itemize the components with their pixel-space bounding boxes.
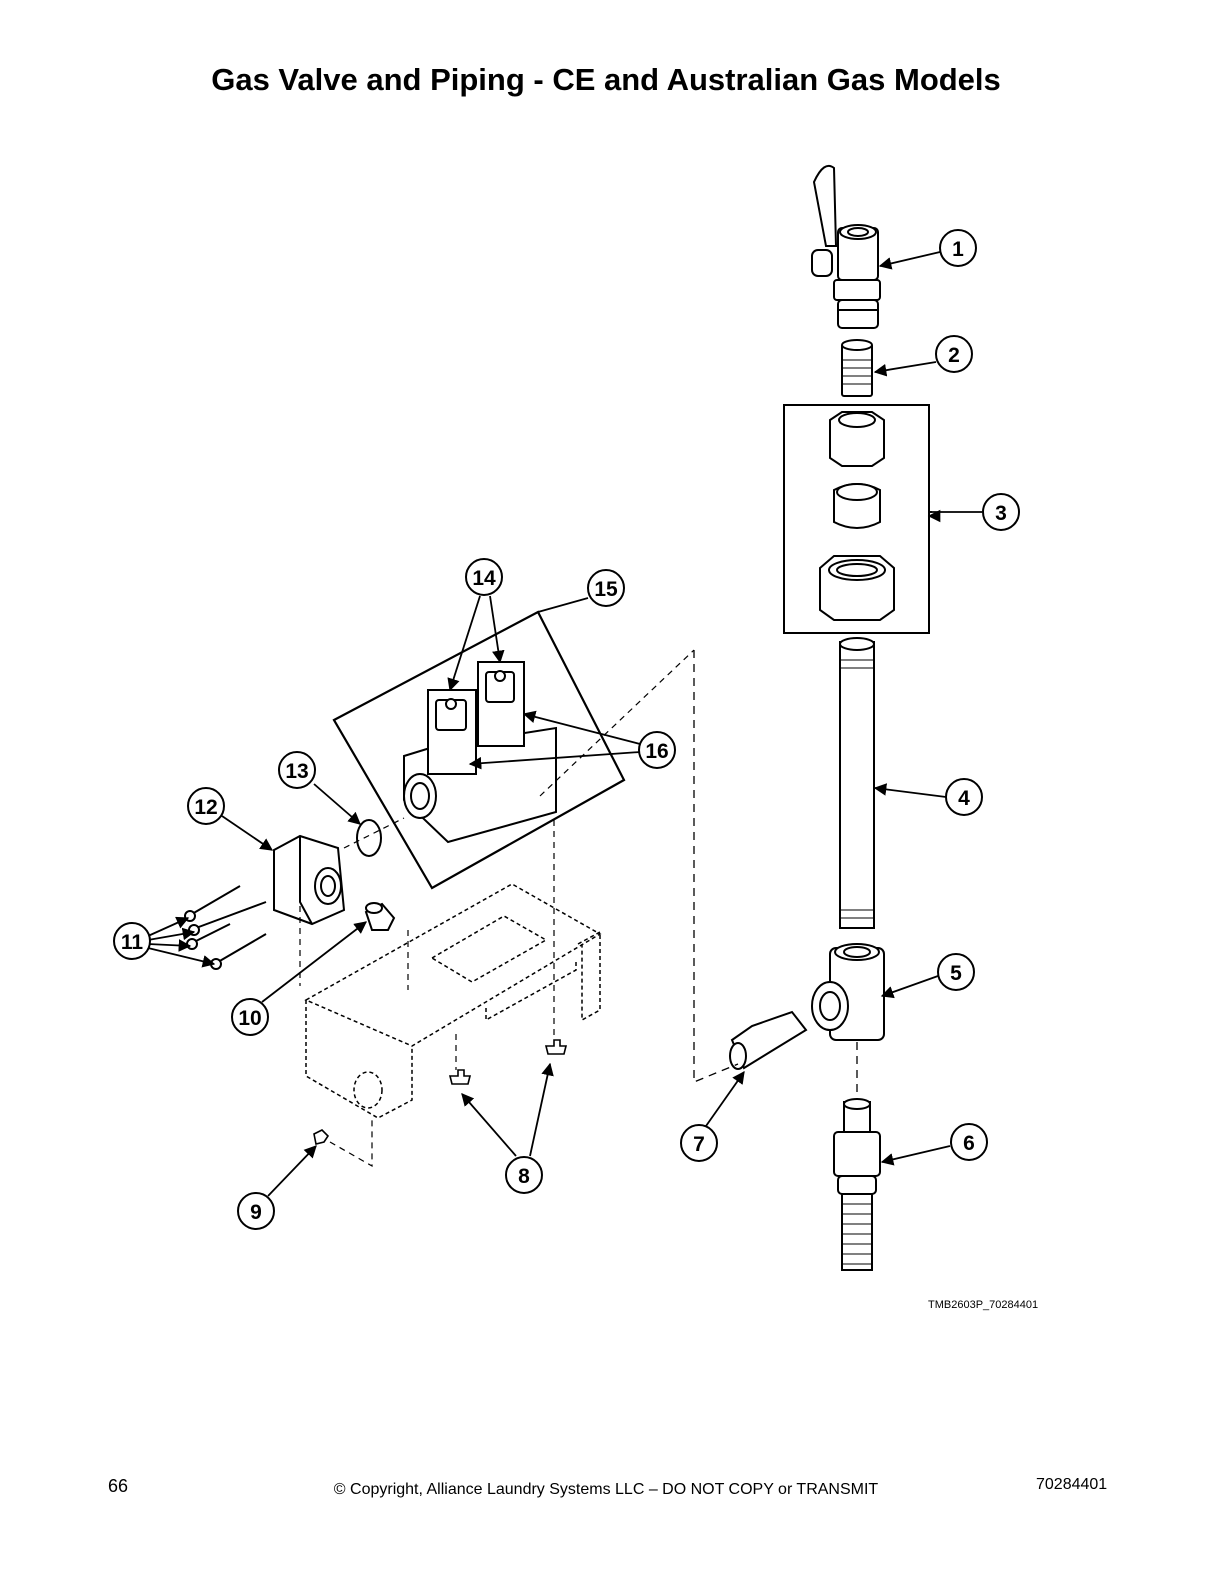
pipe-part — [839, 637, 875, 929]
callout-16: 16 — [638, 731, 676, 769]
union-assembly-part — [783, 404, 930, 634]
bracket-screws-part — [313, 1039, 568, 1145]
shutoff-valve-part — [811, 164, 881, 329]
tee-fitting-part — [811, 943, 885, 1041]
document-number: 70284401 — [1036, 1476, 1108, 1493]
flex-connector-part — [833, 1098, 881, 1271]
svg-text:11: 11 — [121, 931, 144, 954]
page-title: Gas Valve and Piping - CE and Australian… — [211, 62, 1001, 97]
svg-text:9: 9 — [250, 1201, 262, 1224]
flange-block-part — [273, 834, 346, 926]
svg-text:13: 13 — [285, 760, 308, 783]
callout-14: 14 — [465, 558, 503, 596]
callout-10: 10 — [231, 998, 269, 1036]
svg-text:5: 5 — [950, 962, 962, 985]
svg-text:12: 12 — [194, 796, 217, 819]
svg-text:16: 16 — [645, 740, 668, 763]
copyright-notice: © Copyright, Alliance Laundry Systems LL… — [333, 1481, 879, 1498]
svg-text:7: 7 — [693, 1133, 705, 1156]
mounting-bracket-part — [304, 883, 602, 1119]
drawing-id: TMB2603P_70284401 — [928, 1299, 1039, 1311]
callout-12: 12 — [187, 787, 225, 825]
svg-text:8: 8 — [518, 1165, 530, 1188]
svg-text:6: 6 — [963, 1132, 975, 1155]
callout-4: 4 — [945, 778, 983, 816]
callout-2: 2 — [935, 335, 973, 373]
page-number: 66 — [108, 1476, 129, 1496]
callout-15: 15 — [587, 569, 625, 607]
svg-text:2: 2 — [948, 344, 960, 367]
callout-9: 9 — [237, 1192, 275, 1230]
svg-text:10: 10 — [238, 1007, 261, 1030]
screws-part — [184, 885, 267, 970]
callout-8: 8 — [505, 1156, 543, 1194]
svg-text:4: 4 — [958, 787, 970, 810]
svg-text:14: 14 — [472, 567, 496, 590]
svg-text:3: 3 — [995, 502, 1007, 525]
callout-11: 11 — [113, 922, 151, 960]
callout-7: 7 — [680, 1124, 718, 1162]
gas-valve-part — [403, 661, 557, 844]
callout-3: 3 — [982, 493, 1020, 531]
leader-line-15 — [537, 597, 589, 613]
leader-arrows — [147, 251, 951, 1197]
callout-5: 5 — [937, 953, 975, 991]
callout-6: 6 — [950, 1123, 988, 1161]
svg-text:1: 1 — [952, 238, 964, 261]
alignment-lines-right — [693, 650, 858, 1100]
gas-valve-box — [332, 610, 626, 890]
adapter-fitting-part — [729, 1010, 808, 1070]
svg-text:15: 15 — [594, 578, 618, 601]
o-ring-part — [356, 819, 382, 857]
nipple-part — [841, 339, 873, 397]
callout-13: 13 — [278, 751, 316, 789]
orifice-part — [364, 902, 396, 931]
callout-1: 1 — [939, 229, 977, 267]
